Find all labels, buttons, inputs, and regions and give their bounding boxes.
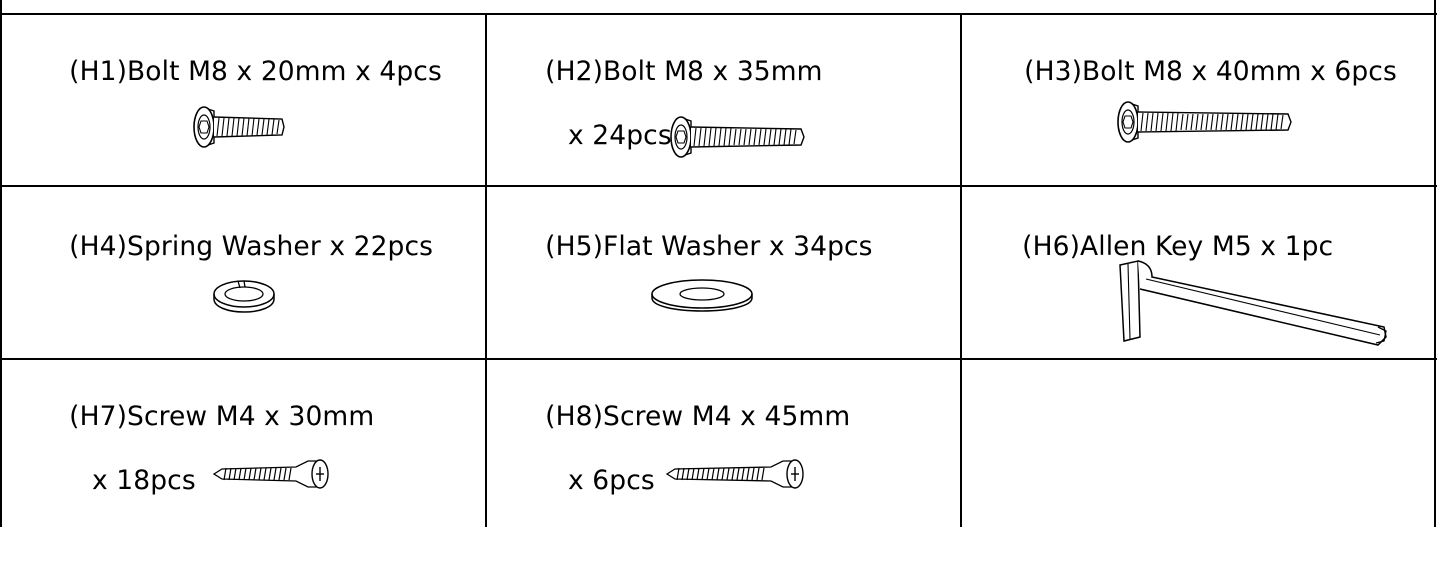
hardware-label-h8: (H8)Screw M4 x 45mm x 6pcs <box>494 369 850 561</box>
column-divider-2 <box>960 13 962 527</box>
hardware-label-h1: (H1)Bolt M8 x 20mm x 4pcs <box>18 24 442 120</box>
hardware-label-h5: (H5)Flat Washer x 34pcs <box>494 199 873 295</box>
hardware-label-h8-line1: (H8)Screw M4 x 45mm <box>545 401 851 432</box>
column-divider-1 <box>485 13 487 527</box>
empty-cell <box>962 360 1434 527</box>
hardware-label-h5-line1: (H5)Flat Washer x 34pcs <box>545 231 873 262</box>
hardware-cell-h6: (H6)Allen Key M5 x 1pc <box>962 187 1434 358</box>
row-divider-2 <box>0 358 1437 360</box>
hardware-label-h4: (H4)Spring Washer x 22pcs <box>18 199 433 295</box>
hardware-label-h3: (H3)Bolt M8 x 40mm x 6pcs <box>973 24 1397 120</box>
hardware-cell-h4: (H4)Spring Washer x 22pcs <box>2 187 485 358</box>
hardware-label-h7: (H7)Screw M4 x 30mm x 18pcs <box>18 369 374 561</box>
bolt-icon <box>1117 101 1292 143</box>
hardware-label-h7-line1: (H7)Screw M4 x 30mm <box>69 401 375 432</box>
table-border-right <box>1434 0 1436 527</box>
hardware-label-h6-line1: (H6)Allen Key M5 x 1pc <box>1022 231 1334 262</box>
screw-icon <box>212 459 329 489</box>
flat-washer-icon <box>651 279 753 312</box>
spring-washer-icon <box>213 280 275 313</box>
hardware-cell-h2: (H2)Bolt M8 x 35mm x 24pcs <box>487 15 960 185</box>
hardware-cell-h5: (H5)Flat Washer x 34pcs <box>487 187 960 358</box>
hardware-label-h3-line1: (H3)Bolt M8 x 40mm x 6pcs <box>1024 56 1397 87</box>
hardware-cell-h3: (H3)Bolt M8 x 40mm x 6pcs <box>962 15 1434 185</box>
hardware-label-h8-line2: x 6pcs <box>568 465 655 496</box>
hardware-table: (H1)Bolt M8 x 20mm x 4pcs (H2)Bolt M8 x … <box>0 0 1437 527</box>
hardware-label-h2-line2: x 24pcs <box>568 120 672 151</box>
row-divider-1 <box>0 185 1437 187</box>
table-border-left <box>0 0 2 527</box>
hardware-cell-h7: (H7)Screw M4 x 30mm x 18pcs <box>2 360 485 527</box>
screw-icon <box>665 459 804 489</box>
hardware-label-h2-line1: (H2)Bolt M8 x 35mm <box>545 56 823 87</box>
hardware-label-h1-line1: (H1)Bolt M8 x 20mm x 4pcs <box>69 56 442 87</box>
table-border-top <box>0 13 1437 15</box>
hardware-label-h6: (H6)Allen Key M5 x 1pc <box>971 199 1333 295</box>
hardware-label-h2: (H2)Bolt M8 x 35mm x 24pcs <box>494 24 823 216</box>
allen-key-icon <box>1119 260 1387 346</box>
hardware-cell-h1: (H1)Bolt M8 x 20mm x 4pcs <box>2 15 485 185</box>
hardware-cell-h8: (H8)Screw M4 x 45mm x 6pcs <box>487 360 960 527</box>
bolt-icon <box>670 116 805 158</box>
bolt-icon <box>193 106 285 148</box>
hardware-label-h4-line1: (H4)Spring Washer x 22pcs <box>69 231 434 262</box>
hardware-label-h7-line2: x 18pcs <box>92 465 196 496</box>
